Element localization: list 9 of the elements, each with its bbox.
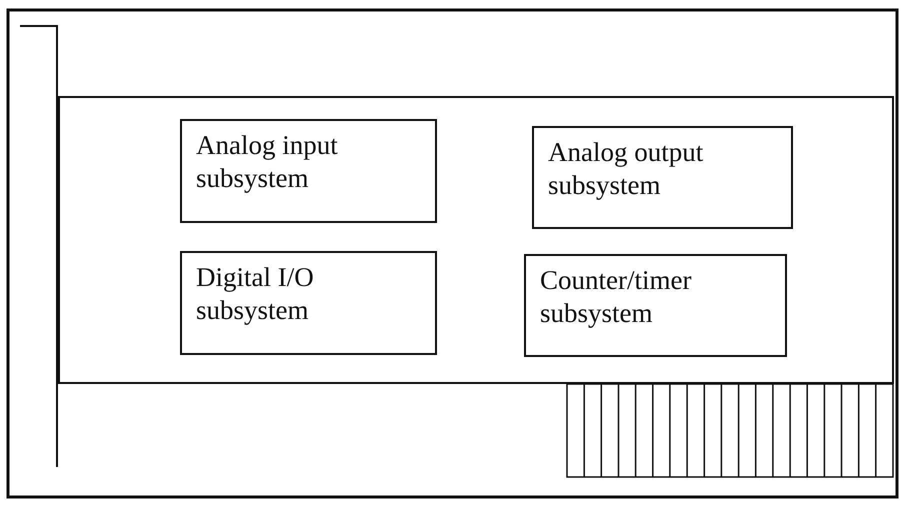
subsystem-label: Analog input subsystem bbox=[196, 129, 339, 195]
subsystem-label: Counter/timer subsystem bbox=[540, 264, 692, 330]
subsystem-box bbox=[532, 126, 793, 229]
subsystem-box bbox=[524, 254, 787, 357]
subsystem-box bbox=[180, 251, 437, 355]
subsystem-label: Digital I/O subsystem bbox=[196, 261, 315, 327]
subsystem-box bbox=[180, 119, 437, 223]
circuit-board bbox=[58, 96, 894, 384]
subsystem-label: Analog output subsystem bbox=[548, 136, 704, 202]
